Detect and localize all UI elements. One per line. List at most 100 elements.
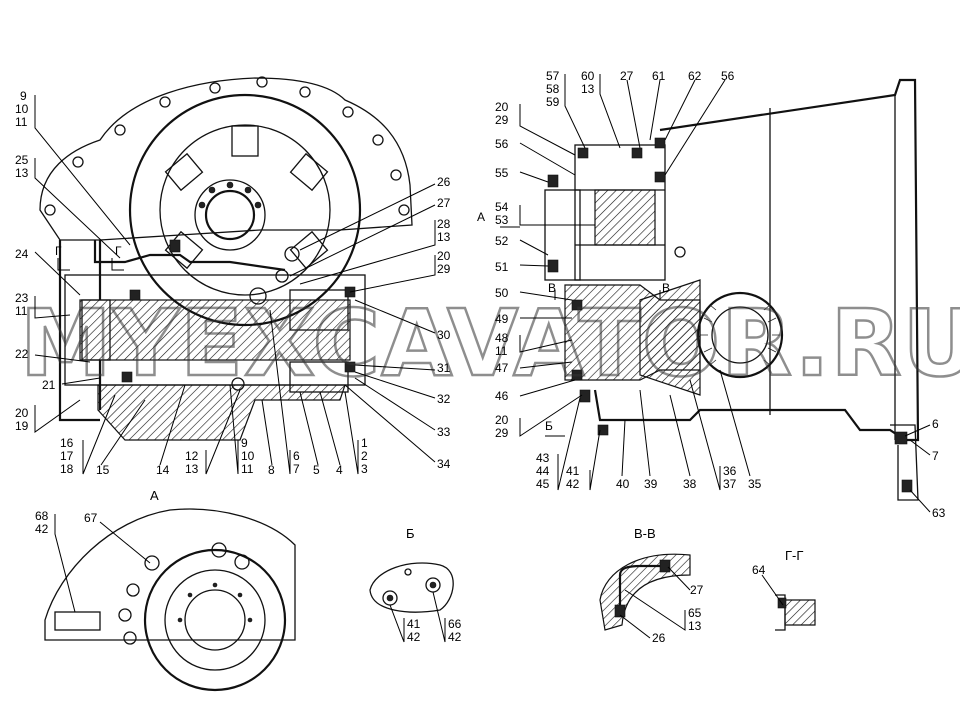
callout-24: 24 [15, 247, 29, 261]
callout-66: 66 [448, 617, 462, 631]
bearing-balls [198, 181, 262, 209]
section-gg [775, 594, 816, 631]
right-bearing [289, 289, 349, 331]
callout-numbers: 9 10 11 25 13 24 23 11 22 21 20 19 1 6 17… [15, 69, 946, 645]
callout-20-b: 20 [437, 249, 451, 263]
callout-6-b: 6 [932, 417, 939, 431]
callout-40: 40 [616, 477, 630, 491]
view-marker-v-right: В [662, 281, 670, 295]
callout-29-c: 29 [495, 426, 509, 440]
callout-1: 1 [361, 436, 368, 450]
watermark-text: MYEXCAVATOR.RU [20, 290, 960, 397]
section-titles: A Б В-В Г-Г А Б В В Г Г [55, 210, 803, 563]
callout-48: 48 [495, 331, 509, 345]
callout-18: 18 [60, 462, 74, 476]
callout-11-b: 11 [15, 304, 28, 318]
leader-lines [34, 74, 931, 643]
left-assembly [39, 76, 413, 441]
callout-47: 47 [495, 361, 509, 375]
callout-65: 65 [688, 606, 702, 620]
callout-42-c: 42 [407, 630, 421, 644]
callout-64: 64 [752, 563, 766, 577]
housing-flange-outline [39, 77, 413, 241]
flange-bolt-holes [44, 76, 410, 216]
callout-6-a: 6 [293, 449, 300, 463]
view-marker-g-right: Г [115, 244, 122, 258]
callout-58: 58 [546, 82, 560, 96]
callout-52: 52 [495, 234, 509, 248]
detail-view-b [369, 562, 454, 613]
callout-61: 61 [652, 69, 666, 83]
callout-13-b: 13 [185, 462, 199, 476]
callout-2: 2 [361, 449, 368, 463]
callout-27-c: 27 [690, 583, 704, 597]
callout-25: 25 [15, 153, 29, 167]
callout-41-a: 41 [566, 464, 580, 478]
left-bearing [81, 299, 111, 361]
callout-41-b: 41 [407, 617, 421, 631]
oil-pipe [93, 240, 286, 272]
callout-13-d: 13 [581, 82, 595, 96]
callout-53: 53 [495, 213, 509, 227]
drum-housing [593, 78, 920, 442]
callout-26: 26 [437, 175, 451, 189]
callout-36: 36 [723, 464, 737, 478]
callout-39: 39 [644, 477, 658, 491]
callout-42-a: 42 [566, 477, 580, 491]
callout-31: 31 [437, 361, 451, 375]
callout-67: 67 [84, 511, 98, 525]
callout-23: 23 [15, 291, 29, 305]
view-a-title: A [150, 488, 159, 503]
callout-42-d: 42 [448, 630, 462, 644]
callout-20-c: 20 [495, 100, 509, 114]
callout-3: 3 [361, 462, 368, 476]
callout-21: 21 [42, 378, 56, 392]
view-a-plug [54, 611, 101, 631]
callout-8: 8 [268, 463, 275, 477]
section-vv [599, 553, 691, 631]
callout-68: 68 [35, 509, 49, 523]
callout-60: 60 [581, 69, 595, 83]
callout-14: 14 [156, 463, 170, 477]
view-a-small-holes [177, 582, 253, 623]
callout-63: 63 [932, 506, 946, 520]
callout-20-d: 20 [495, 413, 509, 427]
callout-54: 54 [495, 200, 509, 214]
view-a-housing-outline [44, 508, 296, 641]
callout-17: 17 [60, 449, 74, 463]
view-b-title: Б [406, 526, 415, 541]
callout-11-c: 11 [495, 344, 508, 358]
callout-7-a: 7 [293, 462, 300, 476]
callout-15: 15 [96, 463, 110, 477]
callout-38: 38 [683, 477, 697, 491]
callout-50: 50 [495, 286, 509, 300]
callout-56-a: 56 [721, 69, 735, 83]
callout-37: 37 [723, 477, 737, 491]
callout-51: 51 [495, 260, 509, 274]
callout-9-top: 9 [20, 89, 27, 103]
callout-49: 49 [495, 312, 509, 326]
callout-29-b: 29 [495, 113, 509, 127]
housing-lower-section [97, 384, 346, 441]
callout-27-a: 27 [437, 196, 451, 210]
callout-56-b: 56 [495, 137, 509, 151]
bevel-gear-teeth [700, 304, 780, 366]
callout-34: 34 [437, 457, 451, 471]
clutch-spokes [164, 125, 329, 270]
callout-22: 22 [15, 347, 29, 361]
callout-32: 32 [437, 392, 451, 406]
view-marker-a: А [477, 210, 485, 224]
right-assembly [500, 78, 920, 501]
callout-13-a: 13 [15, 166, 29, 180]
callout-10-top: 10 [15, 102, 29, 116]
callout-45: 45 [536, 477, 550, 491]
callout-55: 55 [495, 166, 509, 180]
detail-view-a [44, 508, 296, 692]
callout-9-bottom: 9 [241, 436, 248, 450]
callout-30: 30 [437, 328, 451, 342]
callout-19: 19 [15, 419, 29, 433]
callout-7-b: 7 [932, 449, 939, 463]
view-marker-b: Б [545, 419, 553, 433]
bearing-housing [574, 144, 666, 281]
